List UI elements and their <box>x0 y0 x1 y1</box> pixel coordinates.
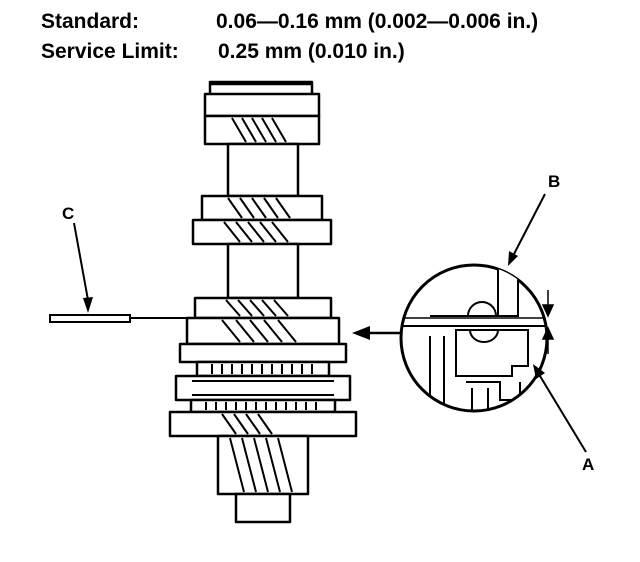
callout-a: A <box>582 455 594 474</box>
standard-label: Standard: <box>41 10 140 33</box>
feeler-gauge <box>49 314 190 323</box>
leader-a <box>533 364 587 453</box>
bottom-gear <box>168 410 358 438</box>
clearance-arrows <box>541 290 555 354</box>
upper-shaft <box>226 142 300 198</box>
callout-c: C <box>62 204 74 223</box>
bearing-rollers <box>192 364 334 410</box>
shaft-top-cap <box>203 80 321 118</box>
detail-view <box>399 263 555 413</box>
callout-b: B <box>548 172 560 191</box>
gear-teeth <box>221 117 297 493</box>
shaft-bottom <box>234 492 292 524</box>
leader-b <box>508 193 546 266</box>
middle-shaft <box>226 242 300 300</box>
service-limit-value: 0.25 mm (0.010 in.) <box>218 40 405 63</box>
service-limit-label: Service Limit: <box>41 40 179 63</box>
lower-gear <box>178 296 348 364</box>
top-gear <box>203 114 321 146</box>
upper-gear <box>191 194 333 246</box>
leader-c <box>73 222 93 313</box>
standard-value: 0.06—0.16 mm (0.002—0.006 in.) <box>216 10 539 33</box>
detail-pointer-arrow <box>352 326 402 340</box>
